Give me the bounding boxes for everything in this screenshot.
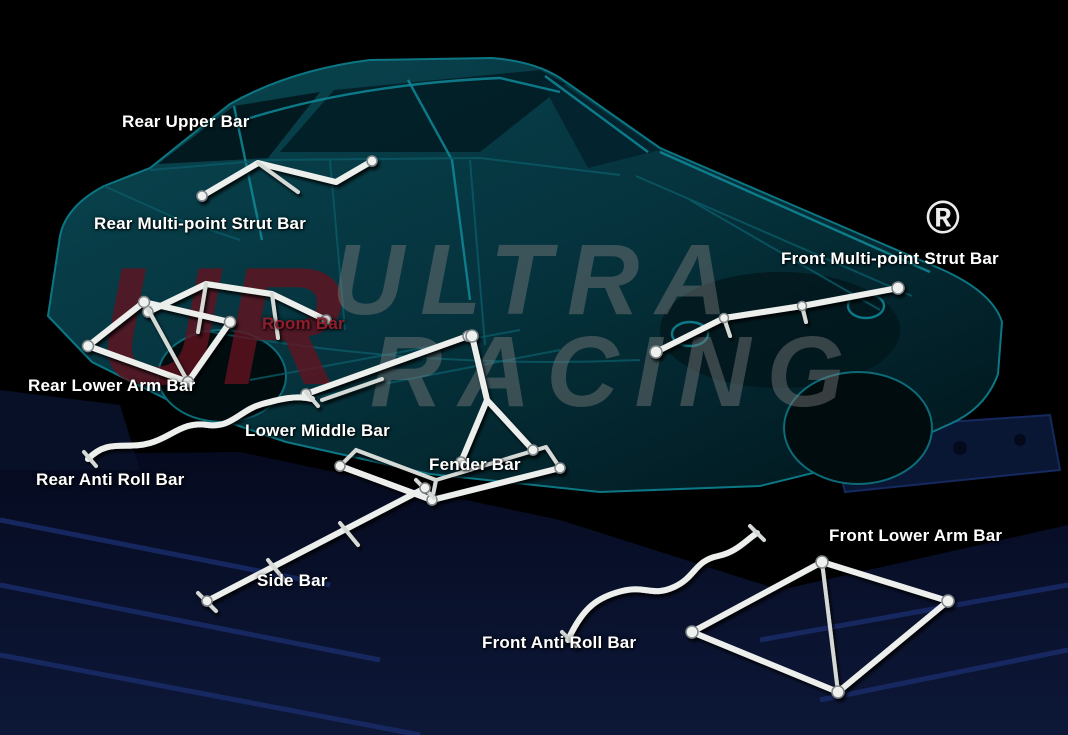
label-room-bar: Room Bar bbox=[262, 314, 345, 333]
floor-platform bbox=[0, 390, 1068, 735]
label-rear-lower-arm-bar: Rear Lower Arm Bar bbox=[28, 376, 196, 395]
label-rear-multi-point-strut-bar: Rear Multi-point Strut Bar bbox=[94, 214, 307, 233]
watermark-line1: ULTRA bbox=[332, 224, 743, 336]
side-bar-part bbox=[196, 478, 436, 613]
rear-anti-roll-bar-part bbox=[82, 390, 320, 468]
front-wheel-arch bbox=[783, 371, 933, 485]
registered-trademark: ® bbox=[926, 191, 960, 243]
front-lower-arm-bar-part bbox=[685, 555, 955, 699]
rear-lower-arm-bar-part bbox=[81, 295, 237, 389]
rear-multi-point-strut-bar-part bbox=[142, 281, 332, 340]
label-front-anti-roll-bar: Front Anti Roll Bar bbox=[482, 633, 637, 652]
lower-middle-bar-part bbox=[334, 445, 566, 506]
rear-upper-bar-part bbox=[196, 155, 378, 202]
watermark-logo: UR bbox=[98, 232, 345, 420]
label-lower-middle-bar: Lower Middle Bar bbox=[245, 421, 390, 440]
label-front-lower-arm-bar: Front Lower Arm Bar bbox=[829, 526, 1003, 545]
label-rear-upper-bar: Rear Upper Bar bbox=[122, 112, 250, 131]
bar-parts bbox=[81, 155, 955, 699]
label-fender-bar: Fender Bar bbox=[429, 455, 521, 474]
front-anti-roll-bar-part bbox=[560, 524, 766, 648]
watermark-line2: RACING bbox=[370, 316, 860, 428]
front-multi-point-strut-bar-part bbox=[649, 281, 905, 359]
label-side-bar: Side Bar bbox=[257, 571, 328, 590]
fender-bar-part bbox=[455, 329, 539, 468]
watermark: UR ULTRA RACING bbox=[98, 224, 860, 428]
car-chassis bbox=[46, 56, 1004, 494]
label-front-multi-point-strut-bar: Front Multi-point Strut Bar bbox=[781, 249, 999, 268]
label-rear-anti-roll-bar: Rear Anti Roll Bar bbox=[36, 470, 185, 489]
